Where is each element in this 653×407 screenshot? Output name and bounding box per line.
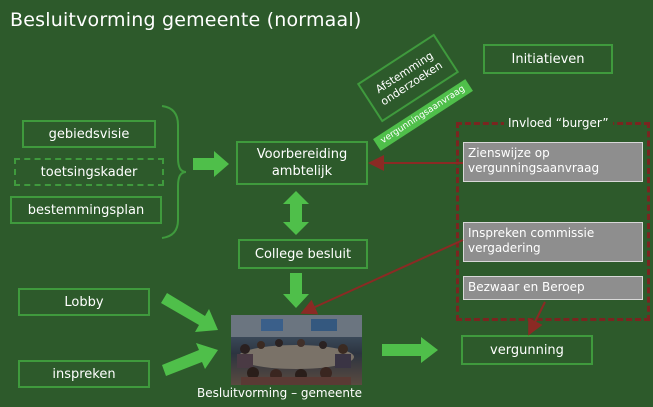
box-lobby: Lobby [18,288,150,316]
gebiedsvisie-label: gebiedsvisie [48,126,130,142]
box-college-besluit: College besluit [238,239,368,269]
meeting-photo-drawing [231,315,362,385]
arrow-inspreken-to-photo [162,343,218,376]
zienswijze-label: Zienswijze op vergunningsaanvraag [468,146,600,175]
bestemmingsplan-label: bestemmingsplan [27,202,145,218]
vergunning-label: vergunning [490,342,564,358]
box-voorbereiding-ambtelijk: Voorbereiding ambtelijk [236,141,368,185]
arrow-bezwaar-to-vergunning [528,301,546,336]
box-toetsingskader: toetsingskader [14,158,164,186]
ambtelijk-label: ambtelijk [271,164,333,179]
input-brace [161,105,187,239]
lobby-label: Lobby [64,294,104,310]
box-zienswijze: Zienswijze op vergunningsaanvraag [463,142,643,182]
arrow-inspreken-commissie-to-photo [300,239,464,315]
box-gebiedsvisie: gebiedsvisie [22,120,156,148]
arrow-photo-to-vergunning [382,337,438,363]
box-inspreken-commissie: Inspreken commissie vergadering [463,222,643,262]
bezwaar-beroep-label: Bezwaar en Beroep [468,280,585,294]
voorbereiding-label: Voorbereiding [256,147,348,162]
box-inspreken: inspreken [18,360,150,388]
box-vergunning: vergunning [461,335,593,365]
arrow-lobby-to-photo [161,293,218,332]
inspreken-commissie-label: Inspreken commissie vergadering [468,226,595,255]
arrow-college-to-photo [283,273,309,308]
slide-title: Besluitvorming gemeente (normaal) [10,9,362,31]
arrow-brace-to-voorbereiding [193,151,229,177]
arrow-voorbereiding-college [283,191,309,235]
meeting-photo [231,315,362,385]
box-bezwaar-beroep: Bezwaar en Beroep [463,276,643,300]
box-initiatieven: Initiatieven [483,44,613,74]
toetsingskader-label: toetsingskader [40,164,138,180]
inspreken-label: inspreken [52,366,116,382]
college-besluit-label: College besluit [254,246,352,262]
initiatieven-label: Initiatieven [511,51,585,67]
photo-caption: Besluitvorming – gemeente [197,386,363,400]
box-bestemmingsplan: bestemmingsplan [10,196,162,224]
influence-title: Invloed “burger” [504,116,613,130]
